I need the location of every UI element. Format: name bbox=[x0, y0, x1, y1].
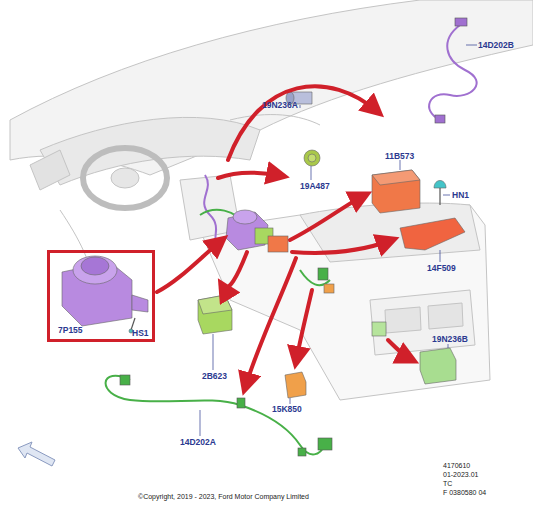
part-number: 14F509 bbox=[427, 263, 456, 273]
vehicle-interior bbox=[10, 0, 533, 400]
leader-lines-part bbox=[400, 160, 401, 170]
vehicle-interior-part bbox=[230, 115, 320, 125]
red-arrows-part bbox=[296, 290, 312, 362]
component-parts-part bbox=[372, 170, 420, 185]
component-parts-part bbox=[233, 210, 257, 224]
drawing-date: 01-2023.01 bbox=[443, 470, 478, 479]
leader-lines-part bbox=[440, 250, 441, 262]
connector-parts-part bbox=[237, 398, 245, 408]
vehicle-interior-part bbox=[370, 290, 475, 355]
part-number: 19N236A bbox=[262, 100, 298, 110]
leader-lines-part bbox=[448, 344, 449, 348]
leader-lines-part bbox=[300, 105, 301, 108]
vehicle-interior-part bbox=[111, 168, 139, 188]
connector-parts-part bbox=[318, 268, 328, 280]
red-arrows bbox=[157, 86, 412, 388]
connector-parts bbox=[120, 18, 467, 456]
leader-lines-part bbox=[200, 410, 201, 436]
part-number: 14D202B bbox=[478, 40, 514, 50]
connector-parts-part bbox=[298, 448, 306, 456]
navigation-arrow bbox=[18, 442, 55, 466]
part-number: HS1 bbox=[132, 328, 149, 338]
part-number: 7P155 bbox=[58, 325, 83, 335]
component-parts-part bbox=[324, 284, 334, 293]
part-number: 15K850 bbox=[272, 404, 302, 414]
component-parts-part bbox=[132, 295, 148, 312]
component-parts-part bbox=[198, 295, 232, 334]
component-parts-part bbox=[420, 348, 456, 384]
leader-lines-part bbox=[466, 45, 477, 46]
wire-harness bbox=[106, 25, 477, 454]
red-arrows-part bbox=[388, 340, 412, 360]
connector-parts-part bbox=[455, 18, 467, 26]
component-parts-part bbox=[372, 170, 420, 213]
component-parts-part bbox=[372, 322, 386, 336]
component-parts-part bbox=[198, 295, 232, 314]
red-arrows-part bbox=[245, 258, 296, 388]
vehicle-interior-part bbox=[30, 150, 70, 190]
leader-lines bbox=[200, 45, 477, 436]
component-parts-part bbox=[400, 218, 465, 250]
part-number: HN1 bbox=[452, 190, 469, 200]
component-parts-part bbox=[308, 154, 316, 162]
connector-parts-part bbox=[120, 375, 130, 385]
red-arrows-part bbox=[218, 173, 282, 179]
red-arrows-part bbox=[228, 86, 378, 160]
red-arrows-part bbox=[157, 240, 222, 292]
component-parts-part bbox=[81, 257, 109, 275]
component-parts-part bbox=[268, 236, 288, 252]
part-number: 11B573 bbox=[385, 151, 414, 161]
component-parts-part bbox=[285, 372, 306, 398]
drawing-code: TC bbox=[443, 479, 452, 488]
navigation-arrow-part bbox=[18, 442, 55, 466]
leader-lines-part bbox=[290, 398, 291, 404]
copyright-note: ©Copyright, 2019 - 2023, Ford Motor Comp… bbox=[138, 492, 309, 501]
component-parts bbox=[62, 92, 465, 398]
connector-parts-part bbox=[318, 438, 332, 450]
leader-lines-part bbox=[311, 166, 312, 180]
part-number: 19A487 bbox=[300, 181, 330, 191]
vehicle-interior-part bbox=[385, 303, 463, 333]
component-parts-part bbox=[73, 256, 117, 284]
vehicle-interior-part bbox=[83, 148, 167, 208]
part-number: 14D202A bbox=[180, 437, 216, 447]
red-arrows-part bbox=[222, 252, 247, 288]
leader-lines-part bbox=[443, 195, 450, 196]
drawing-code: F 0380580 04 bbox=[443, 488, 486, 497]
wire-harness-part bbox=[429, 25, 477, 120]
part-number: 19N236B bbox=[432, 334, 468, 344]
wire-harness-part bbox=[204, 175, 225, 241]
red-arrows-part bbox=[292, 240, 392, 253]
component-parts-part bbox=[434, 181, 446, 189]
leader-lines-part bbox=[213, 334, 214, 370]
red-arrows-part bbox=[290, 195, 365, 240]
part-number: 2B623 bbox=[202, 371, 227, 381]
component-parts-part bbox=[304, 150, 320, 166]
component-parts-part bbox=[439, 188, 440, 205]
drawing-code: 4170610 bbox=[443, 461, 470, 470]
highlight-frame: 7P155 HS1 bbox=[47, 250, 155, 342]
connector-parts-part bbox=[435, 115, 445, 123]
